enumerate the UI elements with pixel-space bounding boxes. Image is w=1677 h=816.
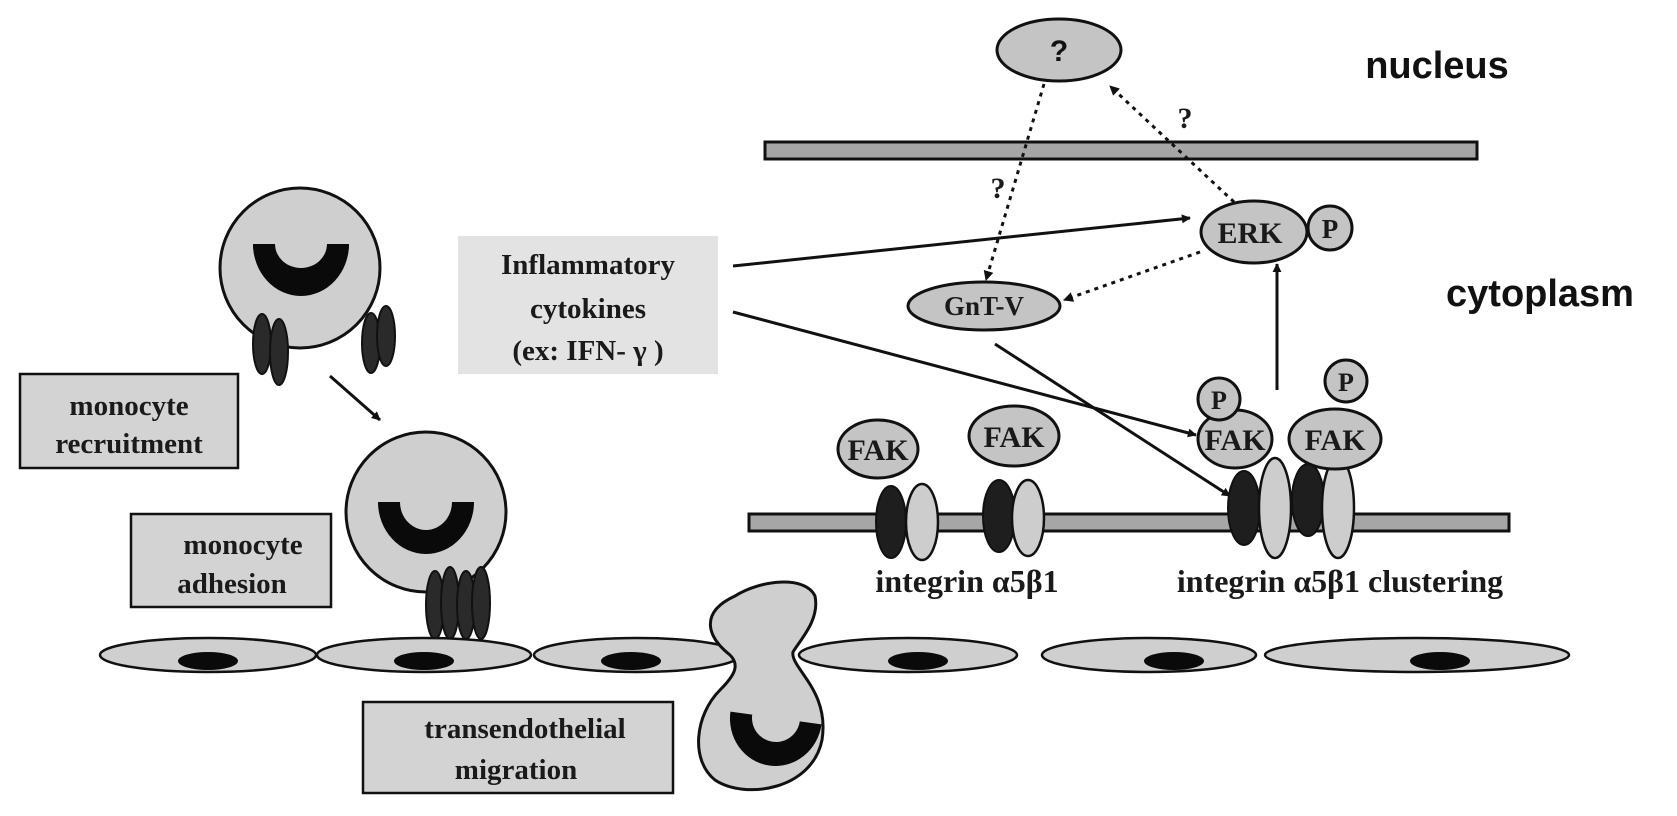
- endothelial-nucleus: [178, 652, 238, 670]
- erk-phosphate: [1306, 204, 1354, 252]
- endothelial-nucleus: [394, 652, 454, 670]
- fak-phosphate-label: P: [1211, 386, 1227, 415]
- cytokines-line-1: Inflammatory: [501, 249, 675, 281]
- cytoplasm-label: cytoplasm: [1446, 273, 1634, 315]
- integrin-alpha5-subunit: [1227, 470, 1261, 546]
- fak-molecule: [1287, 407, 1383, 471]
- integrin-label-left: integrin α5β1: [875, 563, 1058, 599]
- endothelial-cell: [1040, 636, 1258, 674]
- question-mark-gnt-v-path: ?: [991, 172, 1006, 205]
- recruited-monocyte: [218, 186, 396, 386]
- fak-phosphate-label: P: [1338, 368, 1354, 397]
- fak-label: FAK: [1204, 424, 1266, 457]
- plasma-membrane: [747, 512, 1511, 533]
- nuclear-unknown-label: ?: [1050, 35, 1068, 68]
- monocyte-nucleus-shape: [378, 502, 474, 554]
- adhesion-receptor: [471, 566, 491, 640]
- fak-phosphate: [1323, 358, 1369, 404]
- endothelial-nucleus: [1144, 652, 1204, 670]
- integrin-alpha5-subunit: [875, 485, 907, 559]
- gnt-v-enzyme: [906, 280, 1062, 332]
- erk-phosphate-label: P: [1322, 214, 1339, 244]
- integrin-pair-left-1: FAK: [836, 418, 940, 562]
- transmigrating-monocyte: [697, 580, 825, 792]
- gnt-v-label: GnT-V: [944, 291, 1025, 321]
- fak-label: FAK: [847, 434, 909, 467]
- fak-molecule: [836, 418, 920, 480]
- integrin-beta1-subunit: [1257, 456, 1293, 560]
- integrin-beta1-subunit: [1010, 478, 1046, 558]
- adhesion-line-2: adhesion: [177, 568, 287, 600]
- fak-label: FAK: [1304, 424, 1366, 457]
- adhesion-receptor: [252, 313, 272, 375]
- recruitment-line-2: recruitment: [55, 428, 203, 460]
- integrin-cluster-right: FAK FAK P P: [1196, 358, 1383, 560]
- endothelial-nucleus: [888, 652, 948, 670]
- cytokines-line-2: cytokines: [530, 293, 646, 325]
- arrow-cytokines-to-erk: [732, 214, 1191, 268]
- erk-label: ERK: [1217, 217, 1283, 250]
- integrin-pair-left-2: FAK: [967, 404, 1061, 558]
- endothelial-cell: [1263, 636, 1571, 674]
- integrin-beta1-subunit: [1320, 456, 1356, 560]
- adhesion-line-1: monocyte: [183, 529, 302, 561]
- inflammatory-cytokines-box: [458, 236, 718, 374]
- nucleus-label: nucleus: [1365, 45, 1509, 87]
- adhesion-receptor: [376, 305, 396, 367]
- monocyte-recruitment-box: [18, 372, 240, 470]
- question-mark-nucleus-path: ?: [1178, 102, 1193, 135]
- fak-molecule: [967, 404, 1061, 468]
- migration-line-2: migration: [455, 754, 577, 786]
- integrin-alpha5-subunit: [1291, 463, 1325, 537]
- arrow-recruitment-to-adhesion: [329, 374, 381, 422]
- cytokines-line-3: (ex: IFN- γ ): [512, 335, 663, 367]
- monocyte-nucleus-shape: [253, 244, 349, 296]
- adhered-monocyte: [344, 430, 508, 640]
- transendothelial-migration-box: [361, 700, 675, 795]
- integrin-beta1-subunit: [904, 482, 940, 562]
- migration-line-1: transendothelial: [424, 713, 625, 745]
- arrow-cytokines-to-fak: [732, 310, 1197, 438]
- nuclear-unknown-factor: [995, 17, 1123, 83]
- recruitment-line-1: monocyte: [69, 390, 188, 422]
- dotted-arrow-erk-to-nucleus: [1108, 84, 1236, 204]
- endothelial-nucleus: [1410, 652, 1470, 670]
- nuclear-membrane: [763, 140, 1479, 161]
- monocyte-adhesion-box: [129, 512, 333, 609]
- adhesion-receptor: [269, 318, 289, 386]
- dotted-arrow-unknown-to-gnt-v: [983, 83, 1046, 281]
- dotted-arrow-erk-to-gnt-v: [1063, 250, 1201, 302]
- fak-phosphate: [1196, 376, 1242, 422]
- endothelial-nucleus: [601, 652, 661, 670]
- arrow-gnt-v-to-integrin: [994, 342, 1231, 498]
- transmigrating-nucleus-shape: [729, 711, 822, 766]
- integrin-alpha5-subunit: [982, 479, 1016, 553]
- integrin-label-right: integrin α5β1 clustering: [1177, 563, 1503, 599]
- endothelial-layer: [98, 636, 1571, 674]
- fak-label: FAK: [983, 421, 1045, 454]
